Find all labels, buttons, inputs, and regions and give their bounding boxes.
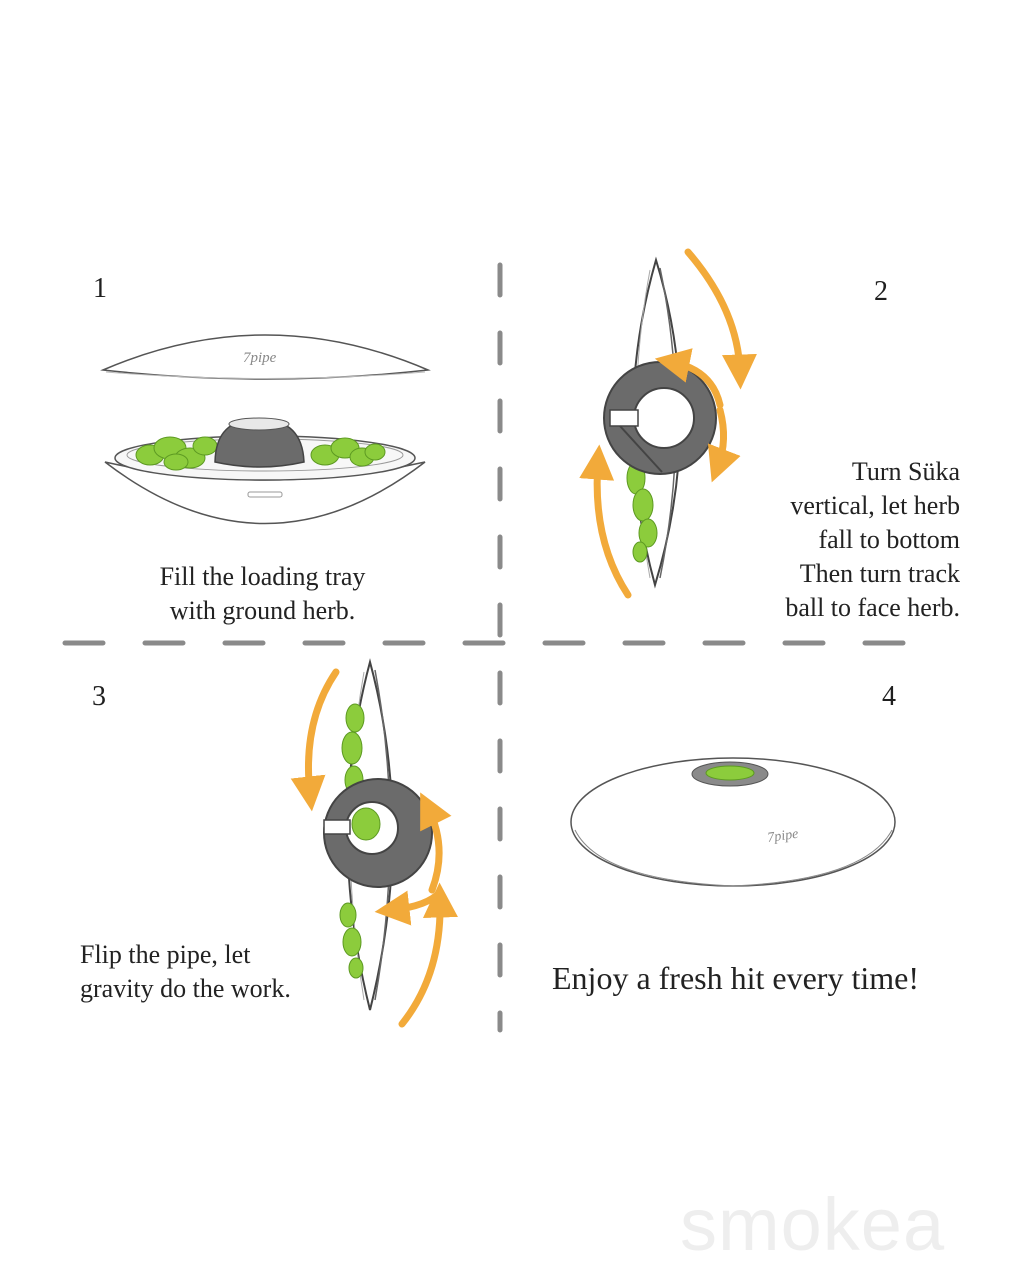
- watermark-logo: smokea: [680, 1183, 946, 1266]
- center-bowl: [214, 419, 305, 468]
- arrow-track-top: [654, 348, 724, 409]
- step-3-number: 3: [92, 681, 106, 712]
- arrow-track-lower: [374, 888, 444, 926]
- caption-line: gravity do the work.: [80, 974, 291, 1003]
- step-1-caption: Fill the loading tray with ground herb.: [120, 560, 405, 628]
- step-4-illustration: 7pipe: [570, 757, 896, 887]
- arrow-top-left: [290, 668, 340, 812]
- caption-line: Then turn track: [799, 559, 960, 588]
- pipe-closed-logo: 7pipe: [766, 827, 799, 846]
- caption-line: Turn Süka: [851, 457, 960, 486]
- caption-line: Flip the pipe, let: [80, 940, 251, 969]
- flip-arrows: [290, 668, 458, 1028]
- caption-line: ball to face herb.: [785, 593, 960, 622]
- step-4-number: 4: [882, 681, 896, 712]
- step-2-illustration: [579, 248, 757, 599]
- arrow-bottom-right: [398, 882, 458, 1028]
- quadrant-dividers: [62, 262, 943, 1033]
- step-1-illustration: 7pipe: [100, 334, 431, 525]
- caption-line: Fill the loading tray: [159, 562, 366, 591]
- arrow-bottom-left: [579, 444, 632, 599]
- herb-left: [135, 436, 218, 471]
- herb-falling: [338, 703, 365, 979]
- step-1-number: 1: [93, 273, 107, 304]
- step-3-caption: Flip the pipe, let gravity do the work.: [80, 938, 330, 1006]
- rotation-arrows: [579, 248, 757, 599]
- step-4-caption: Enjoy a fresh hit every time!: [552, 960, 919, 996]
- pipe-lid-logo: 7pipe: [243, 350, 277, 366]
- arrow-track-bottom: [707, 406, 741, 483]
- caption-line: vertical, let herb: [790, 491, 960, 520]
- arrow-track-right: [420, 792, 452, 894]
- herb-right: [310, 437, 386, 467]
- arrow-top-right: [684, 248, 757, 390]
- step-2-number: 2: [874, 276, 888, 307]
- step-3-illustration: [290, 658, 458, 1028]
- caption-line: with ground herb.: [169, 596, 356, 625]
- step-2-caption: Turn Süka vertical, let herb fall to bot…: [740, 455, 960, 625]
- caption-line: fall to bottom: [818, 525, 960, 554]
